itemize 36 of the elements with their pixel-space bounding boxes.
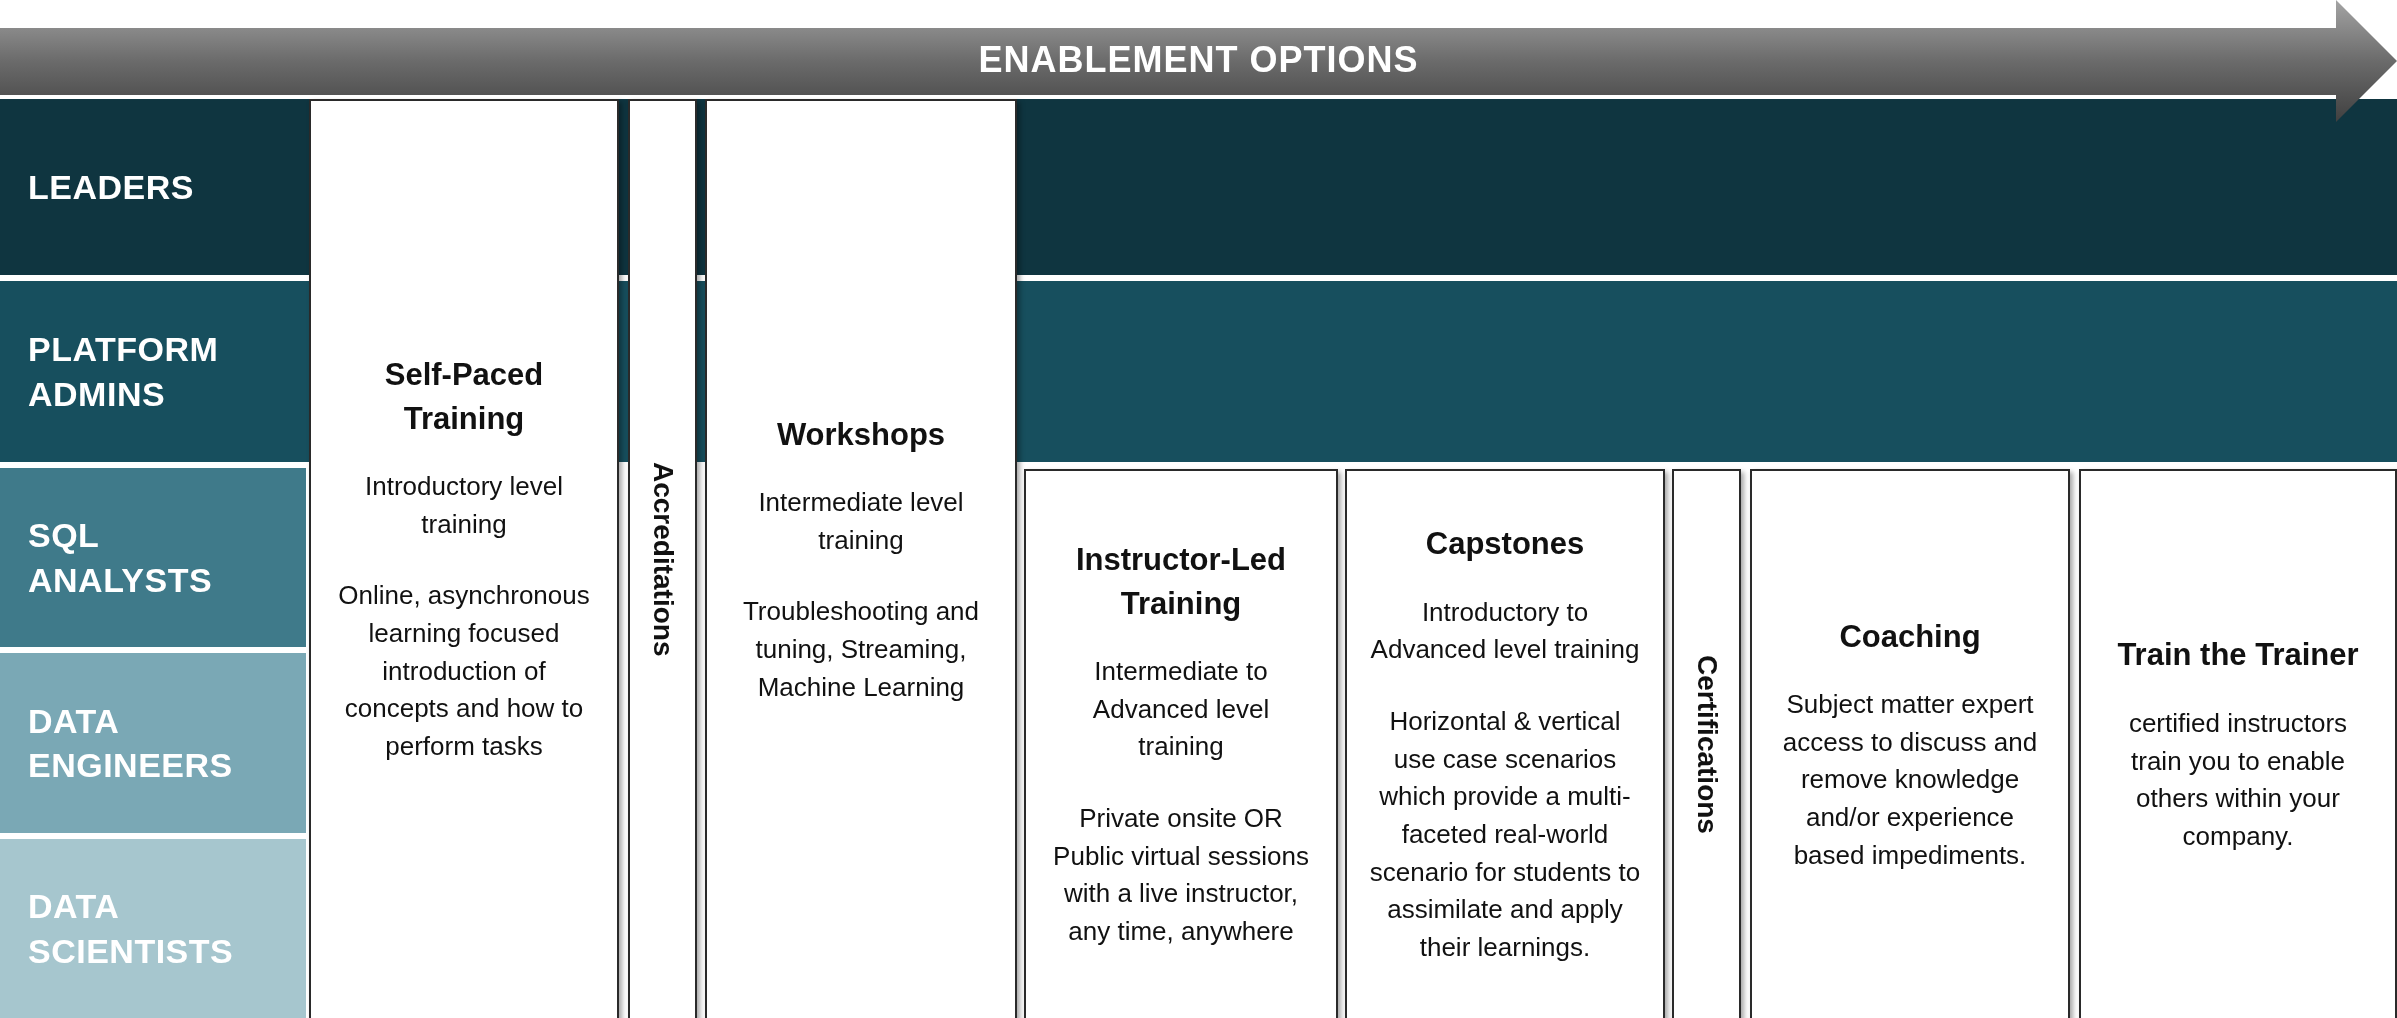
option-card: [1672, 469, 1741, 1018]
card-title: Instructor-Led Training: [1074, 541, 1288, 623]
row-band: [0, 468, 306, 647]
card-description: Introductory to Advanced level training: [1369, 595, 1641, 667]
card-title: Accreditations: [646, 462, 679, 657]
card-title: Self-Paced Training: [383, 356, 545, 438]
banner-title: ENABLEMENT OPTIONS: [978, 39, 1419, 81]
row-label: PLATFORM ADMINS: [28, 329, 220, 415]
option-card: [309, 99, 619, 1018]
card-description: Subject matter expert access to discuss and remove knowledge and/or experience based impediments.: [1781, 687, 2039, 872]
card-description: Private onsite OR Public virtual sessions with a live instructor, any time, anywhere: [1052, 802, 1310, 949]
option-card: [705, 99, 1017, 1018]
row-band: [0, 653, 306, 833]
row-label: LEADERS: [28, 166, 195, 208]
row-label: DATA ENGINEERS: [28, 700, 234, 786]
card-description: Online, asynchronous learning focused introduction of concepts and how to perform tasks: [337, 579, 591, 764]
card-title: Coaching: [1839, 617, 1981, 656]
card-description: Intermediate level training: [757, 485, 965, 557]
card-description: Troubleshooting and tuning, Streaming, Machine Learning: [741, 595, 981, 704]
option-card: [628, 99, 697, 1018]
card-description: Intermediate to Advanced level training: [1091, 655, 1271, 764]
option-card: [2079, 469, 2397, 1018]
card-description: certified instructors train you to enable others within your company.: [2127, 706, 2349, 853]
card-title: Workshops: [776, 415, 946, 454]
card-title: Certifications: [1690, 655, 1723, 834]
card-title: Capstones: [1425, 525, 1585, 564]
row-label: SQL ANALYSTS: [28, 515, 214, 601]
row-label: DATA SCIENTISTS: [28, 886, 235, 972]
option-card: [1750, 469, 2070, 1018]
card-description: Horizontal & vertical use case scenarios which provide a multi-faceted real-world scenario for students to assimilate and apply their learnings.: [1369, 704, 1641, 965]
option-card: [1345, 469, 1665, 1018]
card-description: Introductory level training: [364, 470, 564, 541]
option-card: [1024, 469, 1338, 1018]
card-title: Train the Trainer: [2117, 636, 2359, 675]
banner-arrow: [0, 0, 2397, 122]
row-band: [0, 839, 306, 1018]
